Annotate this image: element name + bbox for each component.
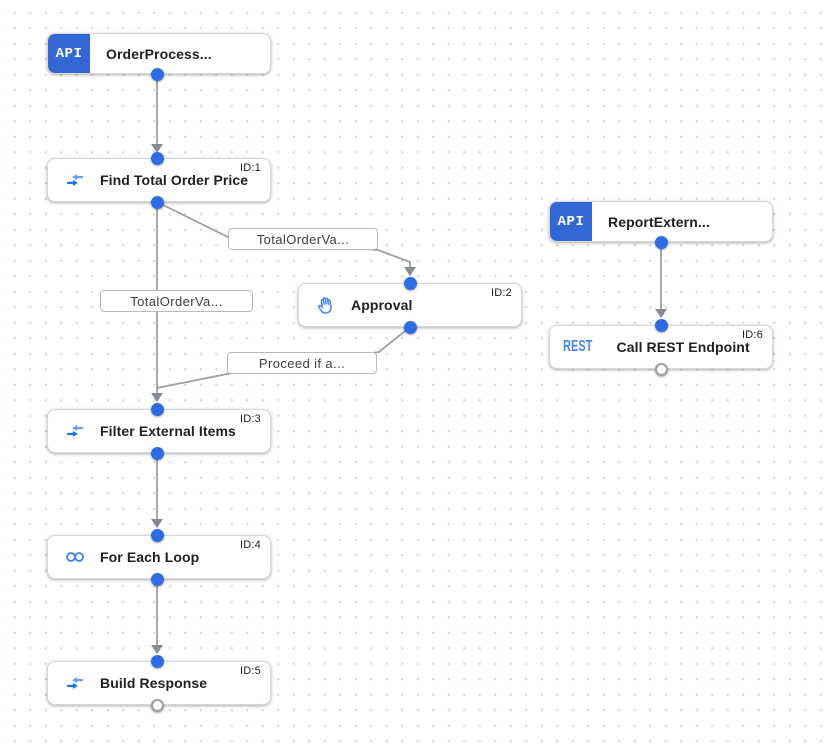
node-title: Find Total Order Price	[100, 172, 249, 188]
node-title: Filter External Items	[100, 423, 236, 439]
port-out-trigger-report[interactable]	[654, 235, 668, 249]
port-in-find-total[interactable]	[150, 151, 164, 165]
port-out-filter[interactable]	[150, 446, 164, 460]
node-title: For Each Loop	[100, 549, 200, 565]
port-out-for-each[interactable]	[150, 572, 164, 586]
port-out-find-total[interactable]	[150, 195, 164, 209]
node-find-total-order-price[interactable]: Find Total Order Price ID:1	[47, 158, 271, 202]
node-title: OrderProcess...	[106, 45, 212, 62]
port-out-trigger-order[interactable]	[150, 67, 164, 81]
port-out-approval[interactable]	[403, 320, 417, 334]
node-id-badge: ID:4	[240, 539, 261, 551]
node-call-rest-endpoint[interactable]: REST Call REST Endpoint ID:6	[549, 325, 773, 369]
edge-filter-to-foreach	[151, 453, 163, 528]
rest-icon: REST	[563, 338, 593, 355]
loop-infinity-icon	[64, 546, 86, 568]
node-title: Call REST Endpoint	[616, 339, 750, 355]
node-title: ReportExtern...	[608, 213, 710, 230]
port-in-call-rest[interactable]	[654, 318, 668, 332]
node-id-badge: ID:1	[240, 162, 261, 174]
node-id-badge: ID:2	[491, 287, 512, 299]
edge-label-total-order-to-approval[interactable]: TotalOrderVa...	[228, 228, 378, 250]
port-out-build-response-open[interactable]	[150, 698, 164, 712]
edge-foreach-to-build	[151, 579, 163, 654]
port-in-filter[interactable]	[150, 402, 164, 416]
edge-report-to-rest	[655, 242, 667, 318]
node-id-badge: ID:6	[742, 329, 763, 341]
node-id-badge: ID:5	[240, 665, 261, 677]
edge-label-total-order-to-filter[interactable]: TotalOrderVa...	[100, 290, 253, 312]
node-title: Approval	[351, 297, 413, 313]
data-mapping-icon	[64, 420, 86, 442]
edge-orderprocess-to-findtotal	[151, 74, 163, 153]
node-title: Build Response	[100, 675, 208, 691]
node-build-response[interactable]: Build Response ID:5	[47, 661, 271, 705]
data-mapping-icon	[64, 672, 86, 694]
data-mapping-icon	[64, 169, 86, 191]
node-id-badge: ID:3	[240, 413, 261, 425]
node-for-each-loop[interactable]: For Each Loop ID:4	[47, 535, 271, 579]
port-in-for-each[interactable]	[150, 528, 164, 542]
api-trigger-badge: API	[48, 34, 90, 73]
node-trigger-report-extern[interactable]: API ReportExtern...	[549, 201, 773, 242]
node-trigger-order-process[interactable]: API OrderProcess...	[47, 33, 271, 74]
port-out-call-rest-open[interactable]	[654, 362, 668, 376]
port-in-build-response[interactable]	[150, 654, 164, 668]
api-trigger-badge: API	[550, 202, 592, 241]
edge-label-proceed-if[interactable]: Proceed if a...	[227, 352, 377, 374]
approval-hand-icon	[315, 294, 337, 316]
port-in-approval[interactable]	[403, 276, 417, 290]
